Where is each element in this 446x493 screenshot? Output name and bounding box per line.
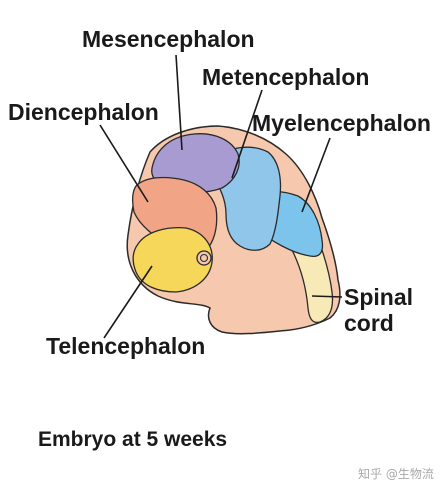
spinal-cord-region	[290, 249, 334, 324]
leader-spinal-cord	[311, 295, 343, 298]
label-metencephalon: Metencephalon	[202, 64, 370, 90]
label-myelencephalon: Myelencephalon	[252, 110, 431, 136]
leader-telencephalon	[103, 265, 153, 339]
label-spinal: Spinal	[344, 284, 414, 310]
telencephalon-region	[132, 226, 213, 293]
watermark: 知乎 @生物流	[358, 467, 434, 481]
figure-caption: Embryo at 5 weeks	[38, 428, 228, 451]
leader-diencephalon	[99, 124, 149, 203]
leader-myelencephalon	[301, 137, 331, 213]
leader-mesencephalon	[175, 54, 183, 151]
label-cord: cord	[344, 310, 394, 336]
label-diencephalon: Diencephalon	[8, 99, 159, 125]
optic-vesicle-inner	[199, 253, 209, 263]
leader-metencephalon	[231, 89, 263, 179]
optic-vesicle-outer	[196, 250, 212, 266]
label-mesencephalon: Mesencephalon	[82, 26, 255, 52]
label-telencephalon: Telencephalon	[46, 333, 206, 359]
